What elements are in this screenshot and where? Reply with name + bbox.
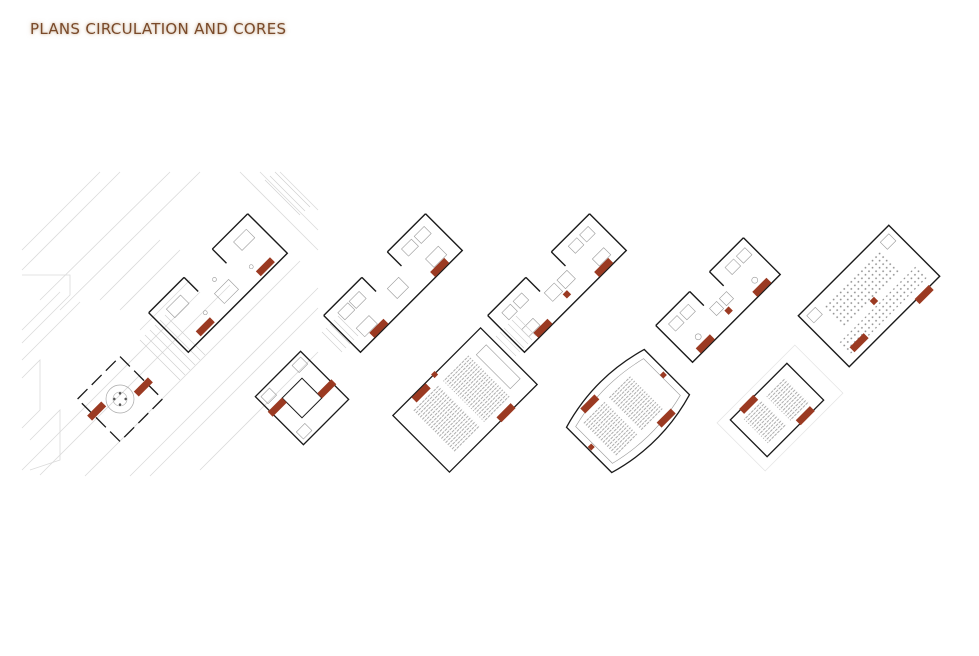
- site-context: [21, 171, 319, 477]
- plan-5-outline: [716, 344, 844, 472]
- plan-2-upper: [323, 213, 464, 354]
- page-title: PLANS CIRCULATION AND CORES: [30, 20, 287, 38]
- plan-3-upper: [487, 213, 628, 354]
- plan-3-stair: [495, 315, 537, 357]
- plan-4-upper: [655, 237, 782, 364]
- plan-1-lower: [76, 355, 164, 443]
- plan-1-upper: [148, 213, 289, 354]
- plan-5-lower-auditorium: [729, 362, 825, 458]
- plan-2-stair: [321, 315, 359, 353]
- plan-3-lower-auditorium: [391, 326, 539, 474]
- plan-2-lower: [254, 350, 350, 446]
- plan-5-upper-hall: [797, 224, 941, 368]
- plan-4-lower-theatre: [565, 348, 691, 474]
